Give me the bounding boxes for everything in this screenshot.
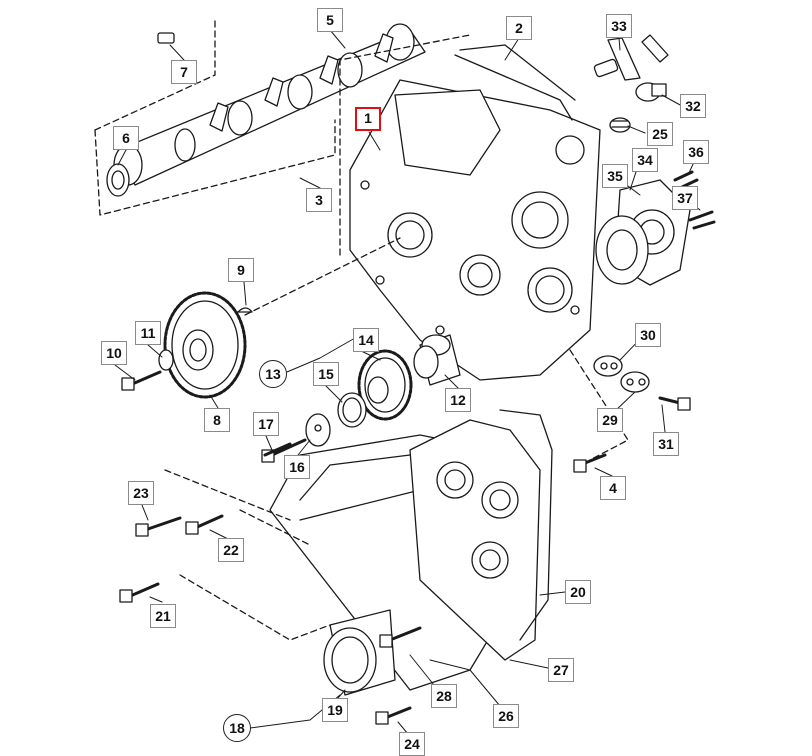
sensor-assembly bbox=[593, 34, 669, 81]
callout-7: 7 bbox=[171, 60, 197, 84]
callout-14: 14 bbox=[353, 328, 379, 352]
callout-29: 29 bbox=[597, 408, 623, 432]
pump-gasket bbox=[595, 215, 649, 285]
callout-3: 3 bbox=[306, 188, 332, 212]
cover-bolts bbox=[119, 442, 607, 725]
callout-10: 10 bbox=[101, 341, 127, 365]
leader-dashed-idler bbox=[244, 237, 401, 316]
callout-4: 4 bbox=[600, 476, 626, 500]
callout-6: 6 bbox=[113, 126, 139, 150]
woodruff-key bbox=[237, 307, 253, 313]
callout-27: 27 bbox=[548, 658, 574, 682]
callout-9: 9 bbox=[228, 258, 254, 282]
cover-plate-gasket bbox=[593, 355, 623, 377]
callout-22: 22 bbox=[218, 538, 244, 562]
plug bbox=[609, 117, 631, 133]
callout-25: 25 bbox=[647, 122, 673, 146]
idler-washer bbox=[158, 349, 174, 371]
crankshaft-gear bbox=[357, 349, 413, 421]
front-seal-housing bbox=[323, 609, 396, 696]
callout-15: 15 bbox=[313, 362, 339, 386]
case-dashed-outline bbox=[339, 34, 471, 256]
callout-16: 16 bbox=[284, 455, 310, 479]
crankshaft-hub bbox=[413, 334, 461, 386]
camshaft-key bbox=[157, 32, 175, 44]
camshaft-seal-ring bbox=[106, 163, 130, 197]
callout-1: 1 bbox=[355, 107, 381, 131]
crankshaft-sleeve bbox=[337, 392, 367, 428]
sender-unit bbox=[635, 82, 667, 102]
front-cover-gasket bbox=[499, 409, 553, 641]
callout-35: 35 bbox=[602, 164, 628, 188]
callout-32: 32 bbox=[680, 94, 706, 118]
callout-36: 36 bbox=[683, 140, 709, 164]
callout-37: 37 bbox=[672, 186, 698, 210]
case-gasket-outline bbox=[454, 44, 576, 121]
callout-28: 28 bbox=[431, 684, 457, 708]
leader-dashed-right bbox=[569, 349, 629, 461]
callout-17: 17 bbox=[253, 412, 279, 436]
cover-plate-bolt bbox=[658, 396, 691, 411]
callout-24: 24 bbox=[399, 732, 425, 756]
callout-13: 13 bbox=[259, 360, 287, 388]
callout-19: 19 bbox=[322, 698, 348, 722]
callout-30: 30 bbox=[635, 323, 661, 347]
callout-33: 33 bbox=[606, 14, 632, 38]
thrust-washer bbox=[305, 413, 331, 447]
callout-18: 18 bbox=[223, 714, 251, 742]
callout-34: 34 bbox=[632, 148, 658, 172]
callout-8: 8 bbox=[204, 408, 230, 432]
callout-20: 20 bbox=[565, 580, 591, 604]
callout-12: 12 bbox=[445, 388, 471, 412]
timing-gear-case bbox=[349, 79, 601, 381]
callout-23: 23 bbox=[128, 481, 154, 505]
camshaft-bracket-outline bbox=[94, 19, 336, 216]
callout-26: 26 bbox=[493, 704, 519, 728]
leader-dashed-bottom bbox=[164, 469, 331, 641]
cover-plate bbox=[620, 371, 650, 393]
callout-11: 11 bbox=[135, 321, 161, 345]
callout-5: 5 bbox=[317, 8, 343, 32]
camshaft bbox=[113, 23, 426, 186]
callout-2: 2 bbox=[506, 16, 532, 40]
idler-gear bbox=[163, 291, 247, 399]
front-cover-plate bbox=[409, 419, 541, 661]
idler-bolt bbox=[121, 370, 162, 391]
callout-31: 31 bbox=[653, 432, 679, 456]
callout-21: 21 bbox=[150, 604, 176, 628]
